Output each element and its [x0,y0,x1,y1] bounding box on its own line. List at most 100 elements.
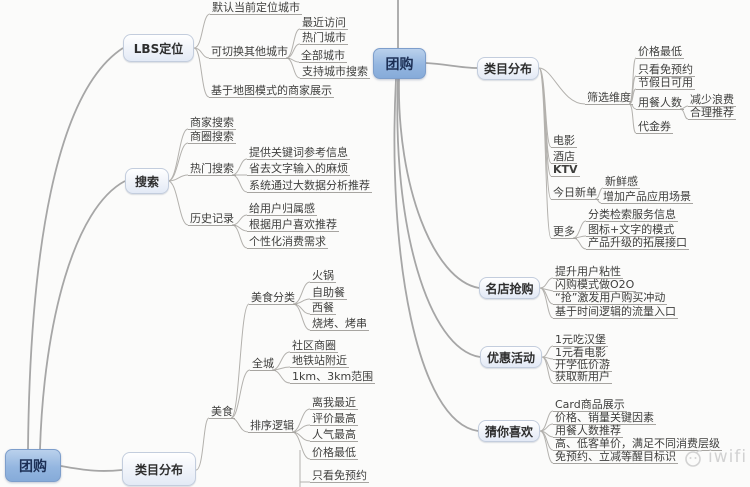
connector-line [193,47,210,98]
connector-line [39,180,126,450]
node-no-reservation-left[interactable]: 只看免预约 [310,469,369,483]
node-switch-city[interactable]: 可切换其他城市 [209,45,290,59]
node-filter-dimension[interactable]: 筛选维度 [585,91,633,105]
node-western-food[interactable]: 西餐 [310,301,336,315]
connector-line [285,43,301,59]
node-user-stickiness[interactable]: 提升用户粘性 [553,265,623,279]
connector-line [230,417,249,433]
node-search[interactable]: 搜索 [125,168,169,194]
connector-line [393,78,479,432]
connector-line [230,369,251,419]
node-citywide[interactable]: 全城 [250,357,276,371]
node-hot-no-typing[interactable]: 省去文字输入的麻烦 [247,162,350,176]
node-history-personalized[interactable]: 个性化消费需求 [247,235,328,249]
connector-line [167,180,189,226]
node-grab-impulse[interactable]: “抢”激发用户购买冲动 [553,291,668,305]
node-price-sales-factor[interactable]: 价格、销量关键因素 [553,411,656,425]
node-reasonable-recommend[interactable]: 合理推荐 [688,106,736,120]
node-school-trip[interactable]: 开学低价游 [553,358,612,372]
node-hotel[interactable]: 酒店 [551,150,577,164]
node-history-belonging[interactable]: 给用户归属感 [247,202,317,216]
connector-line [539,277,554,289]
node-root-left[interactable]: 团购 [5,449,61,482]
connector-line [231,224,248,249]
node-most-popular[interactable]: 人气最高 [310,428,358,442]
node-no-reservation[interactable]: 只看免预约 [636,63,695,77]
node-movie[interactable]: 电影 [551,134,577,148]
connector-line [541,356,554,384]
node-price-levels[interactable]: 高、低客单价，满足不同消费层级 [553,437,722,451]
connector-line [396,78,481,358]
node-sort-logic[interactable]: 排序逻辑 [248,419,296,433]
node-district-search[interactable]: 商圈搜索 [188,130,236,144]
node-highlight-badges[interactable]: 免预约、立减等醒目标识 [553,450,678,464]
node-merchant-search[interactable]: 商家搜索 [188,116,236,130]
connector-line [167,142,189,182]
node-category-right[interactable]: 类目分布 [477,57,539,80]
node-all-city[interactable]: 全部城市 [299,49,347,63]
node-food-type[interactable]: 美食分类 [249,291,297,305]
node-food[interactable]: 美食 [209,405,235,419]
node-new-users[interactable]: 获取新用户 [553,370,612,384]
node-less-waste[interactable]: 减少浪费 [688,93,736,107]
node-recent-visit[interactable]: 最近访问 [300,16,348,30]
node-hot-search[interactable]: 热门搜索 [188,162,236,176]
node-upgrade-api[interactable]: 产品升级的拓展接口 [586,236,689,250]
node-freshness[interactable]: 新鲜感 [603,175,640,189]
node-time-traffic-entry[interactable]: 基于时间逻辑的流量入口 [553,305,678,319]
node-holiday-ok[interactable]: 节假日可用 [636,76,695,90]
node-diner-count[interactable]: 用餐人数 [636,96,684,110]
connector-line [539,287,554,319]
node-root-right[interactable]: 团购 [373,48,426,79]
node-history-recommend[interactable]: 根据用户喜欢推荐 [247,218,339,232]
node-lbs[interactable]: LBS定位 [123,34,194,62]
node-one-yuan-movie[interactable]: 1元看电影 [553,346,608,360]
node-app-scenes[interactable]: 增加产品应用场景 [601,190,693,204]
node-nearest[interactable]: 离我最近 [310,396,358,410]
node-category-left[interactable]: 类目分布 [122,452,196,486]
node-hot-bigdata[interactable]: 系统通过大数据分析推荐 [247,179,372,193]
connector-line [541,345,554,358]
connector-line [398,78,480,289]
node-top-rated[interactable]: 评价最高 [310,412,358,426]
node-card-display[interactable]: Card商品展示 [553,398,627,412]
node-ktv[interactable]: KTV [551,163,580,177]
root-connectors [27,0,481,472]
node-metro-nearby[interactable]: 地铁站附近 [290,354,349,368]
node-community-area[interactable]: 社区商圈 [290,339,338,353]
node-today-new[interactable]: 今日新单 [551,186,599,200]
node-hot-city[interactable]: 热门城市 [300,31,348,45]
node-flash-o2o[interactable]: 闪购模式做O2O [553,278,637,292]
node-one-yuan-burger[interactable]: 1元吃汉堡 [553,333,608,347]
connector-line [679,108,689,120]
node-promo[interactable]: 优惠活动 [480,346,542,368]
node-lowest-price[interactable]: 价格最低 [636,45,684,59]
node-hotpot[interactable]: 火锅 [310,269,336,283]
node-classified-search[interactable]: 分类检索服务信息 [586,208,678,222]
connector-line [425,62,478,69]
node-bbq[interactable]: 烧烤、烤串 [310,317,369,331]
node-lowest-price-left[interactable]: 价格最低 [310,446,358,460]
node-icon-text-mode[interactable]: 图标+文字的模式 [586,223,677,237]
node-voucher[interactable]: 代金券 [636,120,673,134]
node-km-range[interactable]: 1km、3km范围 [290,370,376,384]
node-buffet[interactable]: 自助餐 [310,286,347,300]
node-default-city[interactable]: 默认当前定位城市 [210,1,302,15]
node-map-mode[interactable]: 基于地图模式的商家展示 [209,84,334,98]
branch-connectors [167,13,689,487]
node-diners-recommend[interactable]: 用餐人数推荐 [553,424,623,438]
iwifi-watermark: iwifi [682,446,747,468]
connector-line [292,303,311,315]
connector-line [285,57,301,79]
node-city-search[interactable]: 支持城市搜索 [300,65,370,79]
connector-line [231,174,248,193]
connector-line [167,128,189,182]
node-more[interactable]: 更多 [551,225,577,239]
node-hot-keywords[interactable]: 提供关键词参考信息 [247,146,350,160]
node-history[interactable]: 历史记录 [188,212,236,226]
node-guess[interactable]: 猜你喜欢 [478,420,540,442]
node-flash-sale[interactable]: 名店抢购 [479,277,540,299]
connector-line [572,237,587,250]
